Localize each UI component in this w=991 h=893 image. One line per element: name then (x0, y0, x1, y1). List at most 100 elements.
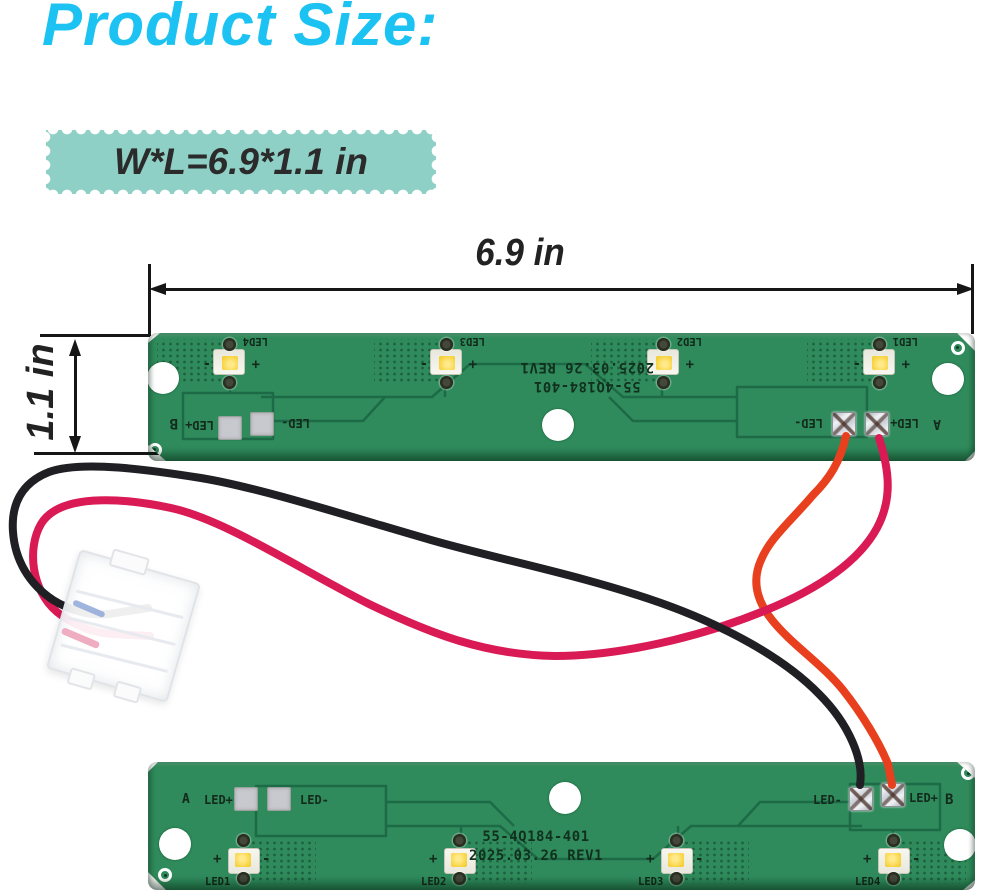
led-label: LED4 (242, 335, 268, 347)
stamp-scallop-bottom (46, 185, 436, 195)
width-dimension-tick-right (971, 264, 974, 334)
led-pad (440, 376, 453, 389)
polarity-minus: - (202, 356, 211, 372)
side-a-positive-label: LED+ (890, 416, 919, 430)
polarity-minus: - (852, 356, 861, 372)
side-a-label: A (182, 792, 190, 807)
side-a-negative-label: LED- (794, 416, 823, 430)
solder-pad (832, 412, 856, 436)
connector-latch-tab (108, 548, 151, 576)
led-pad (453, 872, 466, 885)
led-pad (223, 376, 236, 389)
side-b-label: B (945, 792, 954, 808)
solder-pad (849, 787, 873, 811)
width-dimension-label: 6.9 in (475, 232, 565, 274)
page-title: Product Size: (42, 0, 439, 58)
led-pad (670, 872, 683, 885)
led-label: LED3 (638, 876, 664, 888)
polarity-plus: + (901, 356, 910, 372)
led-label: LED1 (892, 335, 918, 347)
stamp-scallop-top (46, 129, 436, 139)
pcb-board-bottom: + - LED1 + - LED2 + - LED3 (148, 762, 975, 890)
solder-pad (881, 783, 905, 807)
led-chip (213, 349, 245, 375)
size-stamp-label: W*L=6.9*1.1 in (114, 141, 368, 182)
led-label: LED2 (421, 876, 447, 888)
solder-pad (250, 412, 274, 436)
mounting-hole (549, 782, 581, 814)
pcb-board-top: + - LED1 + - LED2 + - LED3 (148, 333, 975, 461)
revision-date: 2025.03.26 REV1 (520, 359, 654, 375)
led-pad (237, 872, 250, 885)
led-label: LED2 (676, 335, 702, 347)
power-pads-side-a: A LED+ LED- (178, 786, 348, 814)
led-chip (430, 349, 462, 375)
polarity-minus: - (478, 851, 487, 867)
led-pad (453, 834, 466, 847)
width-arrow-right (957, 283, 974, 295)
power-pads-side-b: LED- LED+ B (803, 778, 973, 822)
part-number: 55-4Q184-401 (533, 378, 641, 394)
led-pad (887, 872, 900, 885)
polarity-plus: + (468, 356, 477, 372)
polarity-minus: - (912, 851, 921, 867)
connector-crimp-blue (72, 599, 106, 619)
polarity-minus: - (695, 851, 704, 867)
width-dimension-line (163, 288, 959, 291)
polarity-minus: - (419, 356, 428, 372)
led-label: LED4 (855, 876, 881, 888)
fiducial-hole (951, 341, 965, 355)
pcb-artwork: + - LED1 + - LED2 + - LED3 (148, 762, 975, 890)
height-arrow-down (69, 436, 81, 453)
led-label: LED1 (205, 876, 231, 888)
power-connector (45, 548, 202, 704)
power-pads-side-a: A LED+ LED- (775, 409, 945, 437)
polarity-plus: + (213, 851, 222, 867)
part-number-block: 55-4Q184-401 2025.03.26 REV1 (477, 357, 697, 395)
width-dimension-tick-left (148, 264, 151, 336)
polarity-plus: + (429, 851, 438, 867)
height-dimension-label: 1.1 in (20, 343, 62, 441)
solder-pad (267, 787, 291, 811)
side-a-label: A (933, 416, 941, 431)
mounting-hole (147, 362, 179, 394)
width-arrow-left (149, 283, 166, 295)
part-number-block: 55-4Q184-401 2025.03.26 REV1 (426, 828, 646, 866)
mounting-hole (932, 363, 964, 395)
led-chip (661, 848, 693, 874)
led-chip (863, 349, 895, 375)
led-pad (670, 834, 683, 847)
led-chip (444, 848, 476, 874)
polarity-plus: + (863, 851, 872, 867)
mounting-hole (944, 829, 976, 861)
led-pad (873, 376, 886, 389)
side-a-positive-label: LED+ (204, 793, 233, 807)
mounting-hole (159, 828, 191, 860)
part-number: 55-4Q184-401 (482, 829, 590, 845)
polarity-plus: + (251, 356, 260, 372)
side-b-negative-label: LED- (281, 416, 310, 430)
height-arrow-up (69, 339, 81, 356)
side-b-label: B (169, 415, 178, 431)
connector-ridge (75, 589, 184, 620)
polarity-minus: - (262, 851, 271, 867)
revision-date: 2025.03.26 REV1 (469, 848, 603, 864)
side-b-negative-label: LED- (813, 793, 842, 807)
side-b-positive-label: LED+ (185, 418, 214, 432)
height-dimension-tick-top (40, 334, 150, 337)
led-chip (878, 848, 910, 874)
connector-foot-tab (112, 680, 143, 704)
orange-wire (752, 432, 896, 789)
stamp-scallop-right (427, 130, 437, 194)
power-pads-side-b: LED- LED+ B (150, 401, 320, 445)
side-a-negative-label: LED- (300, 793, 329, 807)
fiducial-hole (158, 868, 172, 882)
side-b-positive-label: LED+ (909, 791, 938, 805)
led-label: LED3 (459, 335, 485, 347)
height-dimension-line (74, 352, 77, 438)
pcb-artwork: + - LED1 + - LED2 + - LED3 (148, 333, 975, 461)
solder-pad (234, 787, 258, 811)
led-pad (237, 834, 250, 847)
led-pad (887, 834, 900, 847)
